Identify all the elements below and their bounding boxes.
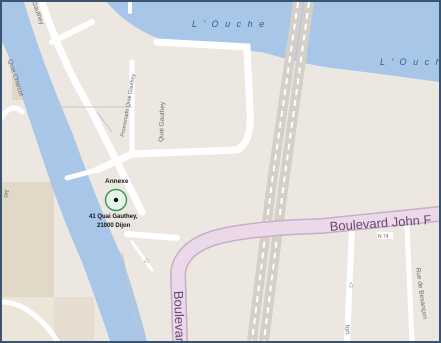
railway [247, 2, 314, 341]
marker-title: Annexe [105, 178, 129, 185]
location-marker[interactable]: Annexe 41 Quai Gauthey, 21000 Dijon [89, 178, 138, 229]
river-label-top: L ' O u c h e [192, 19, 266, 29]
marker-address-line2: 21000 Dijon [97, 223, 131, 229]
river-label-right: L ' O u c h e [380, 57, 439, 67]
marker-dot-icon [113, 197, 119, 203]
marker-address-line1: 41 Quai Gauthey, [89, 214, 138, 220]
canal [2, 2, 147, 341]
street-label-quai-gauthey: Quai Gauthey [158, 101, 166, 142]
street-label-boulevard: Boulevard [171, 291, 188, 341]
map-canvas[interactable]: L ' O u c h e L ' O u c h e Quai Charcot… [2, 2, 439, 341]
footpaths [57, 106, 141, 341]
minor-roads [2, 2, 415, 341]
river-ouche [107, 2, 439, 82]
route-shield: N 74 [377, 232, 393, 240]
street-label-fort-left: ort [2, 189, 11, 198]
building-blocks [2, 72, 94, 341]
street-label-boulevard-john-f: Boulevard John F [329, 212, 432, 234]
boulevard-john-f [169, 206, 439, 341]
street-label-fort-bottom: fort [343, 325, 351, 335]
one-way-arrow-icon [143, 257, 354, 288]
route-shield-label: N 74 [378, 234, 389, 240]
